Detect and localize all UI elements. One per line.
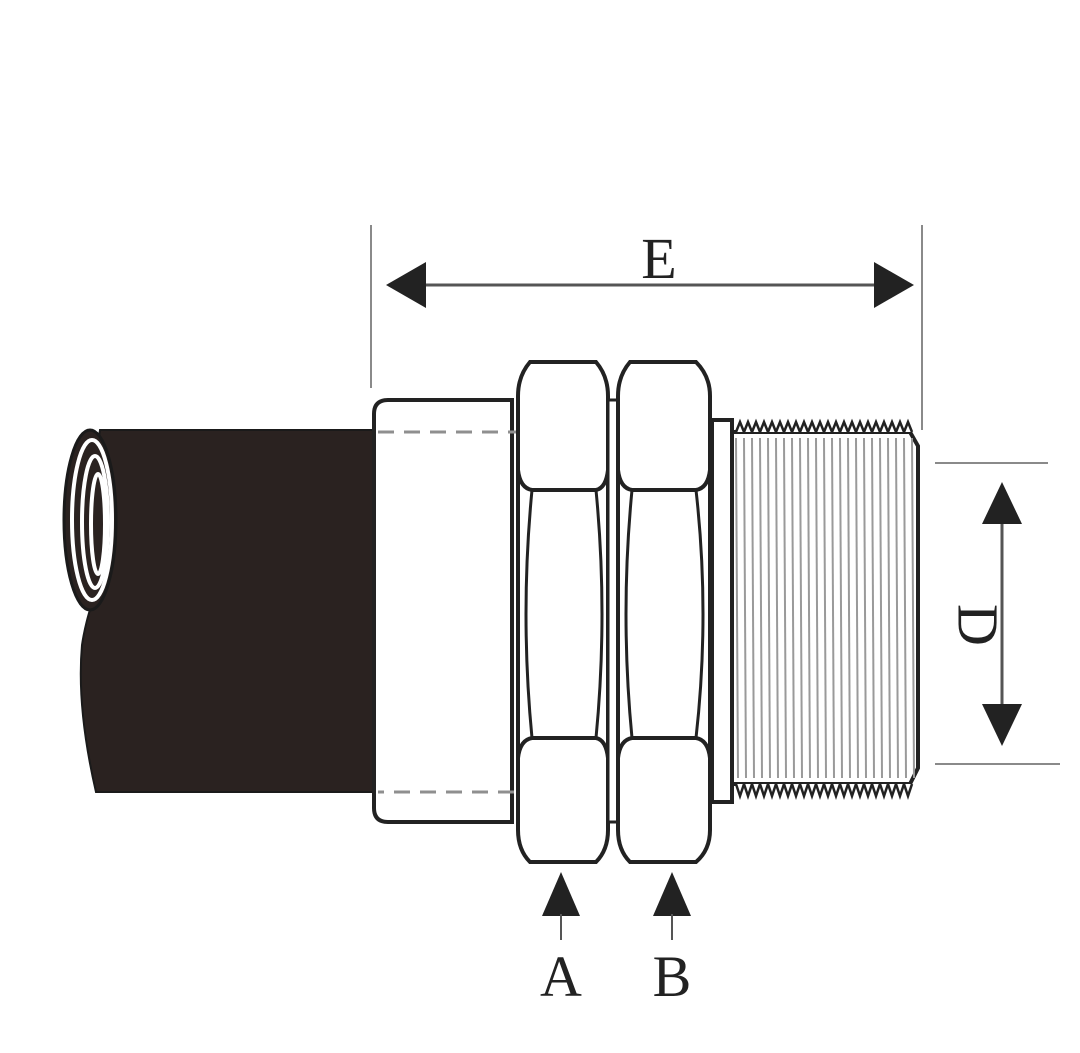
dimension-e: E <box>370 225 923 430</box>
label-a: A <box>540 944 582 1009</box>
thread-hatch-line <box>895 437 899 779</box>
thread-tooth <box>790 418 802 433</box>
thread-tooth <box>902 783 914 800</box>
thread-tooth <box>750 783 762 800</box>
hex-nut-a <box>516 360 610 864</box>
thread-hatch-line <box>799 437 803 779</box>
thread-hatch-line <box>871 437 875 779</box>
thread-hatch-line <box>783 437 787 779</box>
thread-tooth <box>838 418 850 433</box>
thread-tooth <box>894 418 906 433</box>
thread-tooth <box>870 783 882 800</box>
thread-hatch-line <box>863 437 867 779</box>
thread-tooth <box>838 783 850 800</box>
arrow-right-e <box>874 262 914 308</box>
thread-hatch-line <box>815 437 819 779</box>
thread-hatch-line <box>847 437 851 779</box>
thread-tooth <box>758 783 770 800</box>
shoulder-collar <box>710 418 734 804</box>
thread-tooth <box>870 418 882 433</box>
label-d: D <box>946 604 1011 646</box>
thread-hatch-line <box>807 437 811 779</box>
hose-end-opening <box>62 428 118 612</box>
thread-hatch-line <box>855 437 859 779</box>
dimension-d: D <box>935 462 1060 765</box>
thread-tooth <box>750 418 762 433</box>
thread-tooth <box>782 783 794 800</box>
thread-tooth <box>854 418 866 433</box>
arrow-up-b <box>653 872 691 916</box>
thread-hatch-line <box>735 437 739 779</box>
thread-hatch-line <box>831 437 835 779</box>
thread-tooth <box>886 783 898 800</box>
thread-hatch-line <box>751 437 755 779</box>
male-thread <box>730 418 920 800</box>
thread-tooth <box>854 783 866 800</box>
thread-hatch-line <box>767 437 771 779</box>
thread-hatch-line <box>911 437 915 779</box>
arrow-up-d <box>982 482 1022 524</box>
thread-tooth <box>742 418 754 433</box>
thread-tooth <box>822 783 834 800</box>
thread-tooth <box>830 783 842 800</box>
thread-tooth <box>798 783 810 800</box>
thread-tooth <box>846 783 858 800</box>
thread-tooth <box>806 783 818 800</box>
thread-tooth <box>806 418 818 433</box>
pointer-b: B <box>653 872 692 1009</box>
thread-tooth <box>766 418 778 433</box>
thread-hatch-line <box>903 437 907 779</box>
thread-tooth <box>734 783 746 800</box>
thread-tooth <box>886 418 898 433</box>
label-e: E <box>641 226 676 291</box>
thread-tooth <box>774 783 786 800</box>
thread-tooth <box>814 783 826 800</box>
thread-hatch-line <box>823 437 827 779</box>
thread-hatch-line <box>775 437 779 779</box>
thread-tooth <box>790 783 802 800</box>
thread-tooth <box>878 418 890 433</box>
thread-tooth <box>758 418 770 433</box>
pointer-a: A <box>540 872 582 1009</box>
hex-nut-b <box>616 360 712 864</box>
arrow-left-e <box>386 262 426 308</box>
thread-tooth <box>878 783 890 800</box>
thread-tooth <box>830 418 842 433</box>
thread-hatch-line <box>791 437 795 779</box>
thread-hatch-line <box>839 437 843 779</box>
thread-tooth <box>774 418 786 433</box>
thread-tooth <box>902 418 914 433</box>
thread-tooth <box>766 783 778 800</box>
thread-hatch-line <box>759 437 763 779</box>
thread-hatch-line <box>879 437 883 779</box>
thread-tooth <box>782 418 794 433</box>
thread-hatch-line <box>887 437 891 779</box>
thread-tooth <box>822 418 834 433</box>
thread-tooth <box>742 783 754 800</box>
thread-tooth <box>814 418 826 433</box>
thread-tooth <box>862 418 874 433</box>
hose-body <box>79 429 379 793</box>
label-b: B <box>653 944 692 1009</box>
hose <box>62 428 379 793</box>
thread-tooth <box>734 418 746 433</box>
arrow-up-a <box>542 872 580 916</box>
thread-tooth <box>846 418 858 433</box>
arrow-down-d <box>982 704 1022 746</box>
thread-tooth <box>798 418 810 433</box>
thread-tooth <box>862 783 874 800</box>
thread-tooth <box>894 783 906 800</box>
thread-hatch-line <box>743 437 747 779</box>
